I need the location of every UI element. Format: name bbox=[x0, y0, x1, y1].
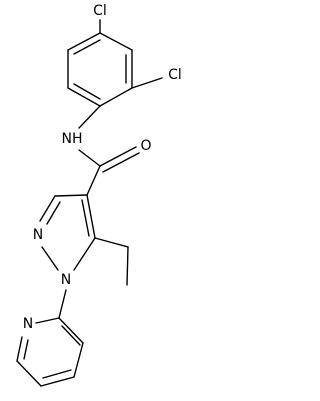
bond bbox=[61, 325, 81, 346]
dichlorophenyl-ring bbox=[67, 32, 133, 107]
bond bbox=[46, 201, 61, 225]
bond bbox=[78, 105, 101, 129]
bond bbox=[94, 237, 129, 248]
bond bbox=[86, 194, 96, 239]
bond bbox=[67, 87, 101, 107]
chlorine-top-label: Cl bbox=[93, 3, 107, 19]
pyrazole-n2-label: N bbox=[33, 227, 43, 243]
bond bbox=[102, 152, 140, 173]
bond bbox=[73, 342, 84, 378]
bond bbox=[23, 339, 29, 360]
bond bbox=[131, 77, 163, 89]
bond bbox=[67, 32, 101, 51]
bond bbox=[73, 83, 101, 100]
bond bbox=[99, 32, 133, 51]
bond bbox=[86, 165, 101, 196]
chemical-structure: Cl Cl NH O N N N bbox=[16, 3, 182, 387]
amide-nh-label: NH bbox=[62, 131, 83, 147]
pyrazole-n1-label: N bbox=[61, 272, 71, 288]
bond bbox=[40, 376, 75, 387]
pyridine-ring bbox=[16, 317, 84, 387]
bond bbox=[42, 369, 72, 379]
pyrazole-ring bbox=[39, 194, 96, 271]
bond bbox=[54, 194, 88, 197]
bond bbox=[41, 246, 59, 271]
bond bbox=[39, 195, 56, 222]
bond bbox=[73, 39, 101, 55]
bond bbox=[16, 360, 42, 387]
pyridine-nitrogen-label: N bbox=[23, 316, 33, 332]
bond bbox=[58, 289, 67, 319]
chlorine-right-label: Cl bbox=[168, 67, 182, 83]
bond bbox=[73, 237, 96, 271]
carbonyl-oxygen-label: O bbox=[140, 138, 151, 154]
bond bbox=[99, 146, 137, 167]
bond bbox=[126, 246, 129, 286]
bond bbox=[81, 199, 90, 237]
bond bbox=[58, 317, 84, 344]
bond bbox=[99, 87, 133, 107]
bond bbox=[78, 149, 101, 167]
bond bbox=[16, 336, 23, 362]
bond bbox=[35, 317, 60, 324]
